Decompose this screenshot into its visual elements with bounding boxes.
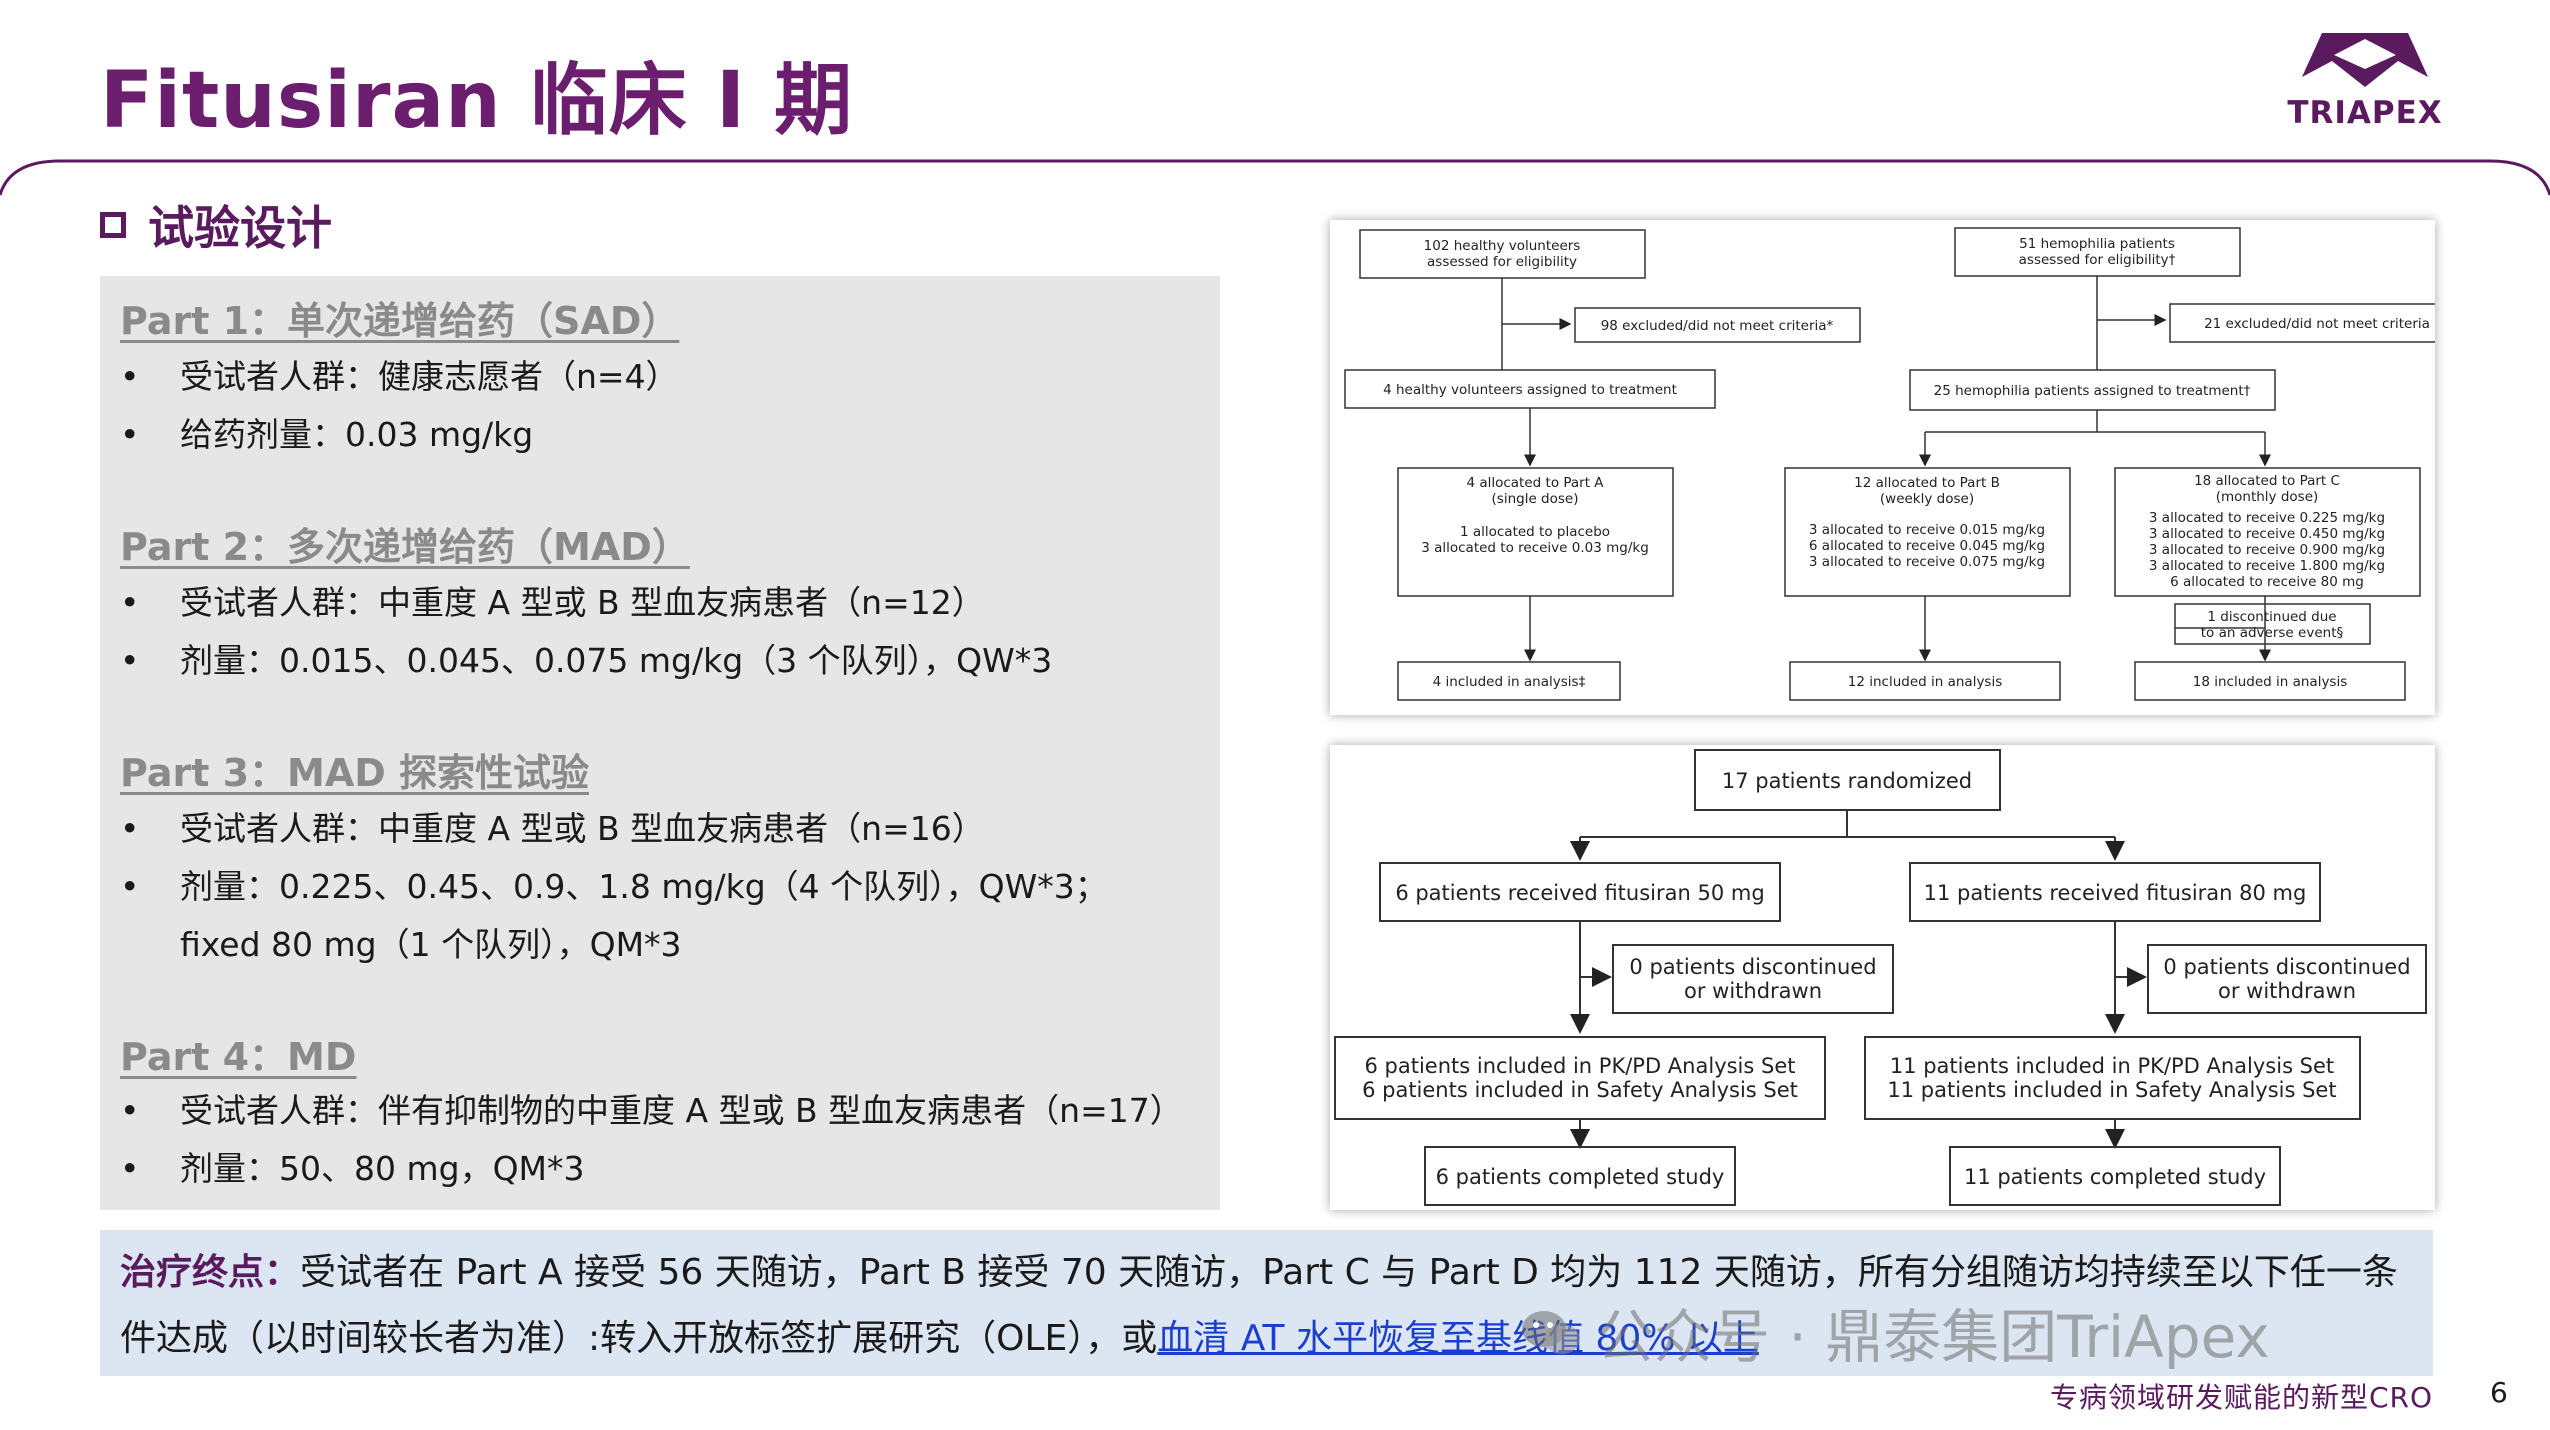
done-80-text: 11 patients completed study xyxy=(1964,1165,2266,1189)
logo-text: TRIAPEX xyxy=(2287,95,2443,131)
part4-heading: Part 4：MD xyxy=(120,1035,357,1079)
part-a-line-2: (single dose) xyxy=(1492,491,1579,507)
hv-screen-line-1: 102 healthy volunteers xyxy=(1424,238,1581,254)
discontinued-line-1: 1 discontinued due xyxy=(2207,609,2336,625)
done-50-text: 6 patients completed study xyxy=(1436,1165,1725,1189)
endpoint-highlight: 血清 AT 水平恢复至基线值 80% 以上 xyxy=(1157,1318,1759,1359)
section-title: 试验设计 xyxy=(100,192,332,258)
part2-bullet-1: •受试者人群：中重度 A 型或 B 型血友病患者（n=12） xyxy=(120,583,985,622)
part-a-line-4: 1 allocated to placebo xyxy=(1460,524,1610,540)
disc-80-box xyxy=(2147,944,2427,1014)
part3-heading: Part 3：MAD 探索性试验 xyxy=(120,751,590,795)
part-b-box xyxy=(1784,467,2071,597)
part-a-line-1: 4 allocated to Part A xyxy=(1466,475,1604,491)
part-b-line-6: 3 allocated to receive 0.075 mg/kg xyxy=(1809,554,2045,570)
hv-assigned-text: 4 healthy volunteers assigned to treatme… xyxy=(1383,382,1677,398)
part3-bullet-2: •剂量：0.225、0.45、0.9、1.8 mg/kg（4 个队列），QW*3… xyxy=(120,867,1108,964)
watermark: 公众号 · 鼎泰集团TriApex xyxy=(1520,1290,2270,1374)
flow-diagram-1-svg: 102 healthy volunteers assessed for elig… xyxy=(1344,227,2466,701)
arm-80-text: 11 patients received fitusiran 80 mg xyxy=(1924,881,2307,905)
hv-excluded-box xyxy=(1574,307,1861,343)
flow-diagram-part-d: 17 patients randomized 6 patients receiv… xyxy=(1330,745,2435,1210)
flow-diagram-parts-abc: 102 healthy volunteers assessed for elig… xyxy=(1330,220,2466,715)
part-b-line-4: 3 allocated to receive 0.015 mg/kg xyxy=(1809,522,2045,538)
part-b-analysis-box xyxy=(1789,661,2061,701)
discontinued-line-2: to an adverse event§ xyxy=(2201,625,2344,641)
part4-bullet-1: •受试者人群：伴有抑制物的中重度 A 型或 B 型血友病患者（n=17） xyxy=(120,1091,1183,1130)
part-c-line-4: 3 allocated to receive 0.450 mg/kg xyxy=(2149,526,2385,542)
sets-50-line-1: 6 patients included in PK/PD Analysis Se… xyxy=(1365,1054,1796,1078)
disc-80-line-1: 0 patients discontinued xyxy=(2163,955,2410,979)
hv-excluded-text: 98 excluded/did not meet criteria* xyxy=(1601,318,1834,334)
part-c-line-3: 3 allocated to receive 0.225 mg/kg xyxy=(2149,510,2385,526)
part1-bullet-2: •给药剂量：0.03 mg/kg xyxy=(120,415,534,454)
trial-design-panel xyxy=(100,276,1220,1210)
hv-screen-line-2: assessed for eligibility xyxy=(1427,254,1577,270)
part-b-line-1: 12 allocated to Part B xyxy=(1854,475,2000,491)
checkbox-square-icon xyxy=(100,212,126,238)
part2-heading: Part 2：多次递增给药（MAD） xyxy=(120,525,690,569)
part-c-analysis-text: 18 included in analysis xyxy=(2193,674,2348,690)
part-c-analysis-box xyxy=(2134,661,2406,701)
endpoint-label: 治疗终点： xyxy=(120,1252,301,1293)
endpoint-body: 受试者在 Part A 接受 56 天随访，Part B 接受 70 天随访，P… xyxy=(120,1252,2398,1359)
hp-screen-line-2: assessed for eligibility† xyxy=(2019,252,2176,268)
section-title-text: 试验设计 xyxy=(148,201,332,255)
wechat-icon xyxy=(1522,1311,1580,1354)
endpoint-panel xyxy=(100,1230,2433,1376)
sets-80-box xyxy=(1864,1036,2361,1120)
part1-bullet-1: •受试者人群：健康志愿者（n=4） xyxy=(120,357,679,396)
part2-bullet-2: •剂量：0.015、0.045、0.075 mg/kg（3 个队列），QW*3 xyxy=(120,641,1053,680)
discontinued-box xyxy=(2174,603,2371,645)
triapex-logo-icon xyxy=(2302,33,2428,87)
footer-tagline: 专病领域研发赋能的新型CRO xyxy=(2050,1381,2434,1414)
part-a-line-5: 3 allocated to receive 0.03 mg/kg xyxy=(1421,540,1649,556)
hp-assigned-box xyxy=(1909,369,2276,411)
part-c-line-5: 3 allocated to receive 0.900 mg/kg xyxy=(2149,542,2385,558)
hp-assigned-text: 25 hemophilia patients assigned to treat… xyxy=(1934,383,2251,399)
part-a-analysis-box xyxy=(1397,661,1621,701)
arm-50-text: 6 patients received fitusiran 50 mg xyxy=(1395,881,1764,905)
part-b-line-2: (weekly dose) xyxy=(1880,491,1974,507)
done-80-box xyxy=(1949,1146,2281,1206)
disc-80-line-2: or withdrawn xyxy=(2218,979,2356,1003)
watermark-text: 公众号 · 鼎泰集团TriApex xyxy=(1596,1303,2270,1371)
part4-bullet-2: •剂量：50、80 mg，QM*3 xyxy=(120,1149,585,1188)
page-title: Fitusiran 临床 I 期 xyxy=(100,56,854,146)
header-divider xyxy=(0,159,2550,196)
part-c-box xyxy=(2114,467,2421,597)
disc-50-line-1: 0 patients discontinued xyxy=(1629,955,1876,979)
part-b-line-5: 6 allocated to receive 0.045 mg/kg xyxy=(1809,538,2045,554)
page-number: 6 xyxy=(2490,1376,2508,1409)
done-50-box xyxy=(1424,1146,1736,1206)
randomized-text: 17 patients randomized xyxy=(1722,769,1972,793)
disc-50-line-2: or withdrawn xyxy=(1684,979,1822,1003)
part-c-line-2: (monthly dose) xyxy=(2216,489,2319,505)
hp-screen-line-1: 51 hemophilia patients xyxy=(2019,236,2175,252)
endpoint-text: 治疗终点：受试者在 Part A 接受 56 天随访，Part B 接受 70 … xyxy=(120,1240,2410,1372)
part-b-analysis-text: 12 included in analysis xyxy=(1848,674,2003,690)
part-a-box xyxy=(1397,467,1674,597)
flow-diagram-2-svg: 17 patients randomized 6 patients receiv… xyxy=(1334,749,2427,1206)
sets-80-line-2: 11 patients included in Safety Analysis … xyxy=(1887,1078,2336,1102)
hp-excluded-text: 21 excluded/did not meet criteria xyxy=(2204,316,2430,332)
part1-heading: Part 1：单次递增给药（SAD） xyxy=(120,299,680,343)
disc-50-box xyxy=(1612,944,1894,1014)
part-c-line-1: 18 allocated to Part C xyxy=(2194,473,2340,489)
sets-50-line-2: 6 patients included in Safety Analysis S… xyxy=(1362,1078,1798,1102)
part-c-line-6: 3 allocated to receive 1.800 mg/kg xyxy=(2149,558,2385,574)
part-a-analysis-text: 4 included in analysis‡ xyxy=(1433,674,1586,690)
sets-80-line-1: 11 patients included in PK/PD Analysis S… xyxy=(1890,1054,2334,1078)
part-c-line-7: 6 allocated to receive 80 mg xyxy=(2170,574,2364,590)
part3-bullet-1: •受试者人群：中重度 A 型或 B 型血友病患者（n=16） xyxy=(120,809,985,848)
